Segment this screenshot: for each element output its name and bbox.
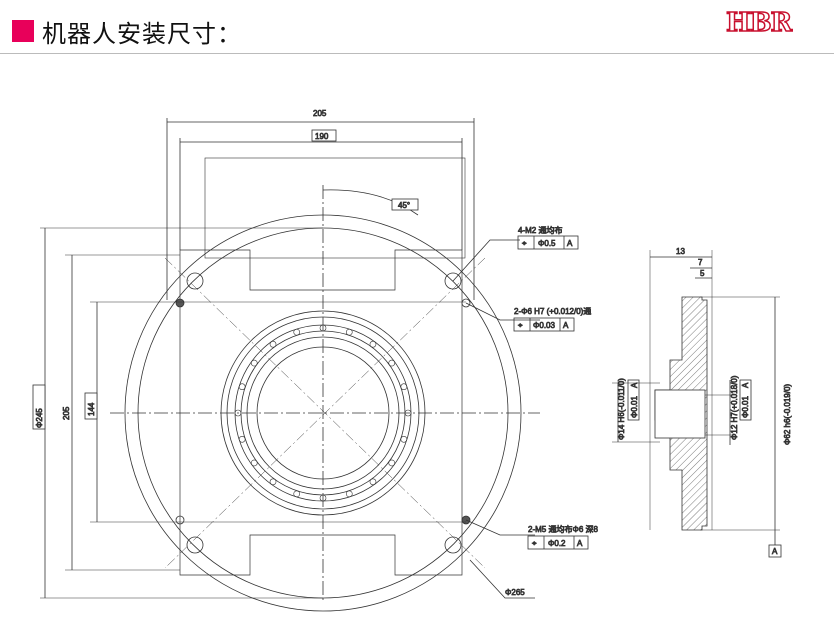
top-view (32, 118, 589, 612)
bolt-hole (250, 359, 258, 367)
bolt-hole (388, 459, 396, 467)
dim-phi14-tol: Φ0.01 (630, 395, 639, 418)
position-symbol: ⌖ (522, 239, 527, 248)
dim-45deg: 45° (398, 201, 410, 210)
dim-190: 190 (315, 132, 329, 141)
bolt-hole (238, 383, 246, 391)
bolt-hole (269, 340, 277, 348)
bolt-hole (345, 328, 353, 336)
bolt-hole (238, 435, 246, 443)
callout-m5-tol: Φ0.2 (548, 539, 566, 548)
dim-phi12: Φ12 H7(+0.018/0) (730, 375, 739, 440)
dim-205-left: 205 (62, 406, 71, 420)
position-symbol: ⌖ (518, 321, 523, 330)
callout-m5-ref: A (577, 539, 583, 548)
bolt-hole (250, 459, 258, 467)
callout-h7: 2-Φ6 H7 (+0.012/0)通 (514, 306, 591, 316)
dim-phi245: Φ245 (35, 408, 44, 428)
bolt-hole (388, 359, 396, 367)
callout-m2-tol: Φ0.5 (538, 239, 556, 248)
position-symbol: ⌖ (532, 539, 537, 548)
dim-phi62: Φ62 h6(-0.019/0) (783, 384, 792, 445)
callout-m2-ref: A (567, 239, 573, 248)
bolt-hole (269, 478, 277, 486)
dim-13: 13 (676, 247, 685, 256)
callout-m5: 2-M5 通均布Φ6 深8 (528, 524, 599, 534)
bolt-hole (369, 478, 377, 486)
callout-h7-ref: A (563, 321, 569, 330)
dim-phi265: Φ265 (505, 588, 525, 597)
header-accent-square (12, 20, 34, 42)
datum-a: A (772, 547, 778, 556)
hbr-logo: HBR (725, 7, 793, 39)
header-divider (0, 53, 834, 54)
bolt-hole (400, 435, 408, 443)
dim-144: 144 (87, 402, 96, 416)
dim-phi12-tol: Φ0.01 (741, 395, 750, 418)
dim-phi12-ref: A (741, 382, 750, 388)
dim-5: 5 (700, 269, 705, 278)
bolt-hole (293, 490, 301, 498)
bolt-hole (400, 383, 408, 391)
bolt-hole (369, 340, 377, 348)
dim-phi14-ref: A (630, 382, 639, 388)
callout-m2: 4-M2 通均布 (518, 225, 562, 235)
callout-h7-tol: Φ0.03 (533, 321, 556, 330)
bolt-hole (345, 490, 353, 498)
bolt-hole (234, 409, 242, 417)
dim-phi14: Φ14 H6(-0.011/0) (617, 378, 626, 440)
dim-7: 7 (698, 258, 703, 267)
bolt-hole (293, 328, 301, 336)
bolt-hole-circle (234, 324, 412, 502)
section-view (612, 250, 782, 558)
dim-205-top: 205 (313, 109, 327, 118)
page-title: 机器人安装尺寸： (42, 20, 242, 48)
